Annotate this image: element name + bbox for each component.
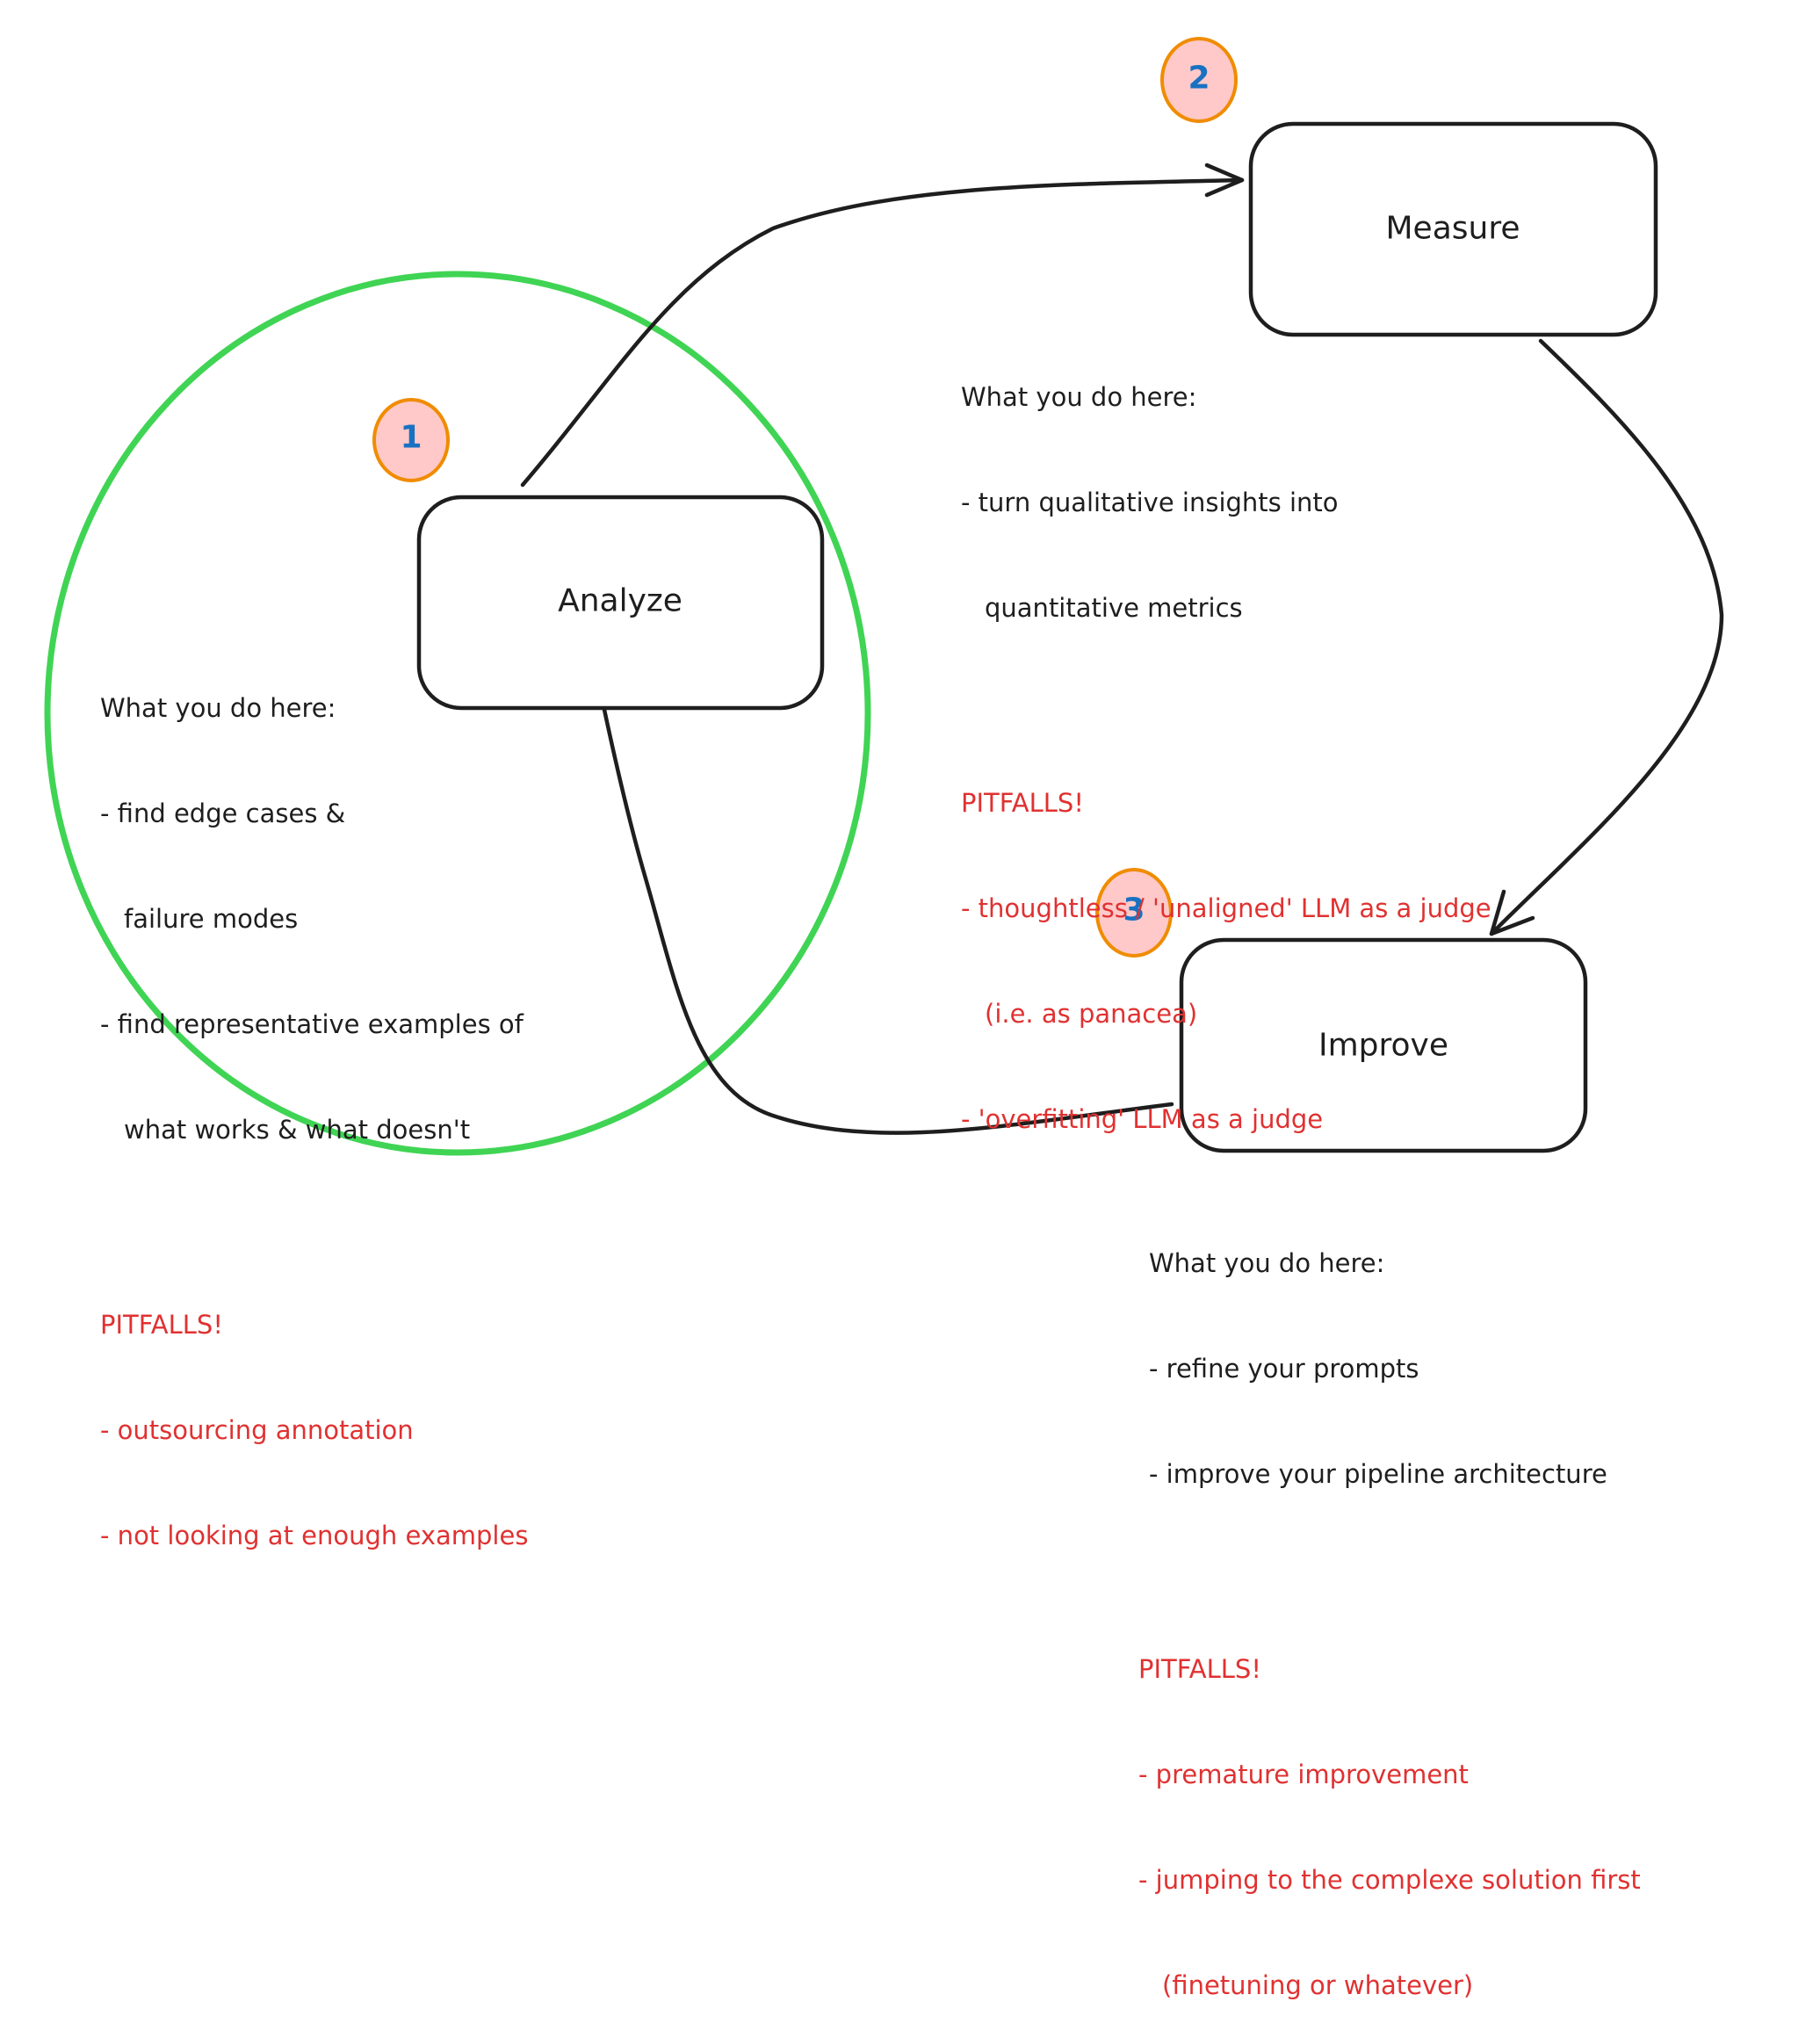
improve-notes: What you do here: - refine your prompts … <box>1138 1175 1641 2038</box>
improve-task-1: - refine your prompts <box>1149 1354 1419 1384</box>
arrow-measure-to-improve <box>1489 338 1724 936</box>
improve-pitfalls-heading: PITFALLS! <box>1138 1654 1261 1684</box>
analyze-box[interactable] <box>416 495 825 711</box>
measure-task-1-cont: quantitative metrics <box>985 593 1243 623</box>
diagram-canvas <box>44 37 1724 1156</box>
step-badge-3 <box>1095 868 1173 958</box>
measure-pitfalls-heading: PITFALLS! <box>961 788 1084 818</box>
step-badge-1 <box>372 398 450 482</box>
step-badge-2 <box>1160 37 1238 123</box>
improve-pitfall-2: - jumping to the complexe solution first <box>1138 1865 1641 1895</box>
analyze-pitfalls-heading: PITFALLS! <box>100 1310 223 1340</box>
analyze-notes-heading: What you do here: <box>100 693 336 723</box>
improve-box[interactable] <box>1179 937 1588 1153</box>
measure-pitfall-1: - thoughtless / 'unaligned' LLM as a jud… <box>961 893 1491 923</box>
measure-label: Measure <box>1385 210 1520 247</box>
measure-pitfall-2: - 'overfitting' LLM as a judge <box>961 1104 1324 1134</box>
analyze-notes: What you do here: - find edge cases & fa… <box>100 620 528 1588</box>
step-number-2: 2 <box>1188 60 1210 97</box>
improve-label: Improve <box>1318 1027 1449 1064</box>
measure-pitfall-1-cont: (i.e. as panacea) <box>985 999 1198 1029</box>
improve-pitfall-2-cont: (finetuning or whatever) <box>1162 1970 1474 2000</box>
step-number-1: 1 <box>400 419 422 456</box>
highlight-circle <box>44 271 871 1156</box>
measure-box[interactable] <box>1248 121 1658 337</box>
improve-pitfall-1: - premature improvement <box>1138 1760 1469 1789</box>
analyze-label: Analyze <box>558 582 682 619</box>
analyze-task-2-cont: what works & what doesn't <box>124 1115 471 1145</box>
analyze-task-1: - find edge cases & <box>100 799 346 828</box>
measure-notes-heading: What you do here: <box>961 382 1197 412</box>
arrow-analyze-to-measure <box>520 163 1245 488</box>
measure-notes: What you do here: - turn qualitative ins… <box>961 309 1491 1172</box>
step-number-3: 3 <box>1123 892 1145 929</box>
improve-task-2: - improve your pipeline architecture <box>1149 1459 1607 1489</box>
analyze-pitfall-2: - not looking at enough examples <box>100 1521 529 1550</box>
analyze-task-1-cont: failure modes <box>124 904 299 934</box>
analyze-task-2: - find representative examples of <box>100 1009 524 1039</box>
measure-task-1: - turn qualitative insights into <box>961 488 1339 517</box>
analyze-pitfall-1: - outsourcing annotation <box>100 1415 414 1445</box>
improve-notes-heading: What you do here: <box>1149 1248 1385 1278</box>
